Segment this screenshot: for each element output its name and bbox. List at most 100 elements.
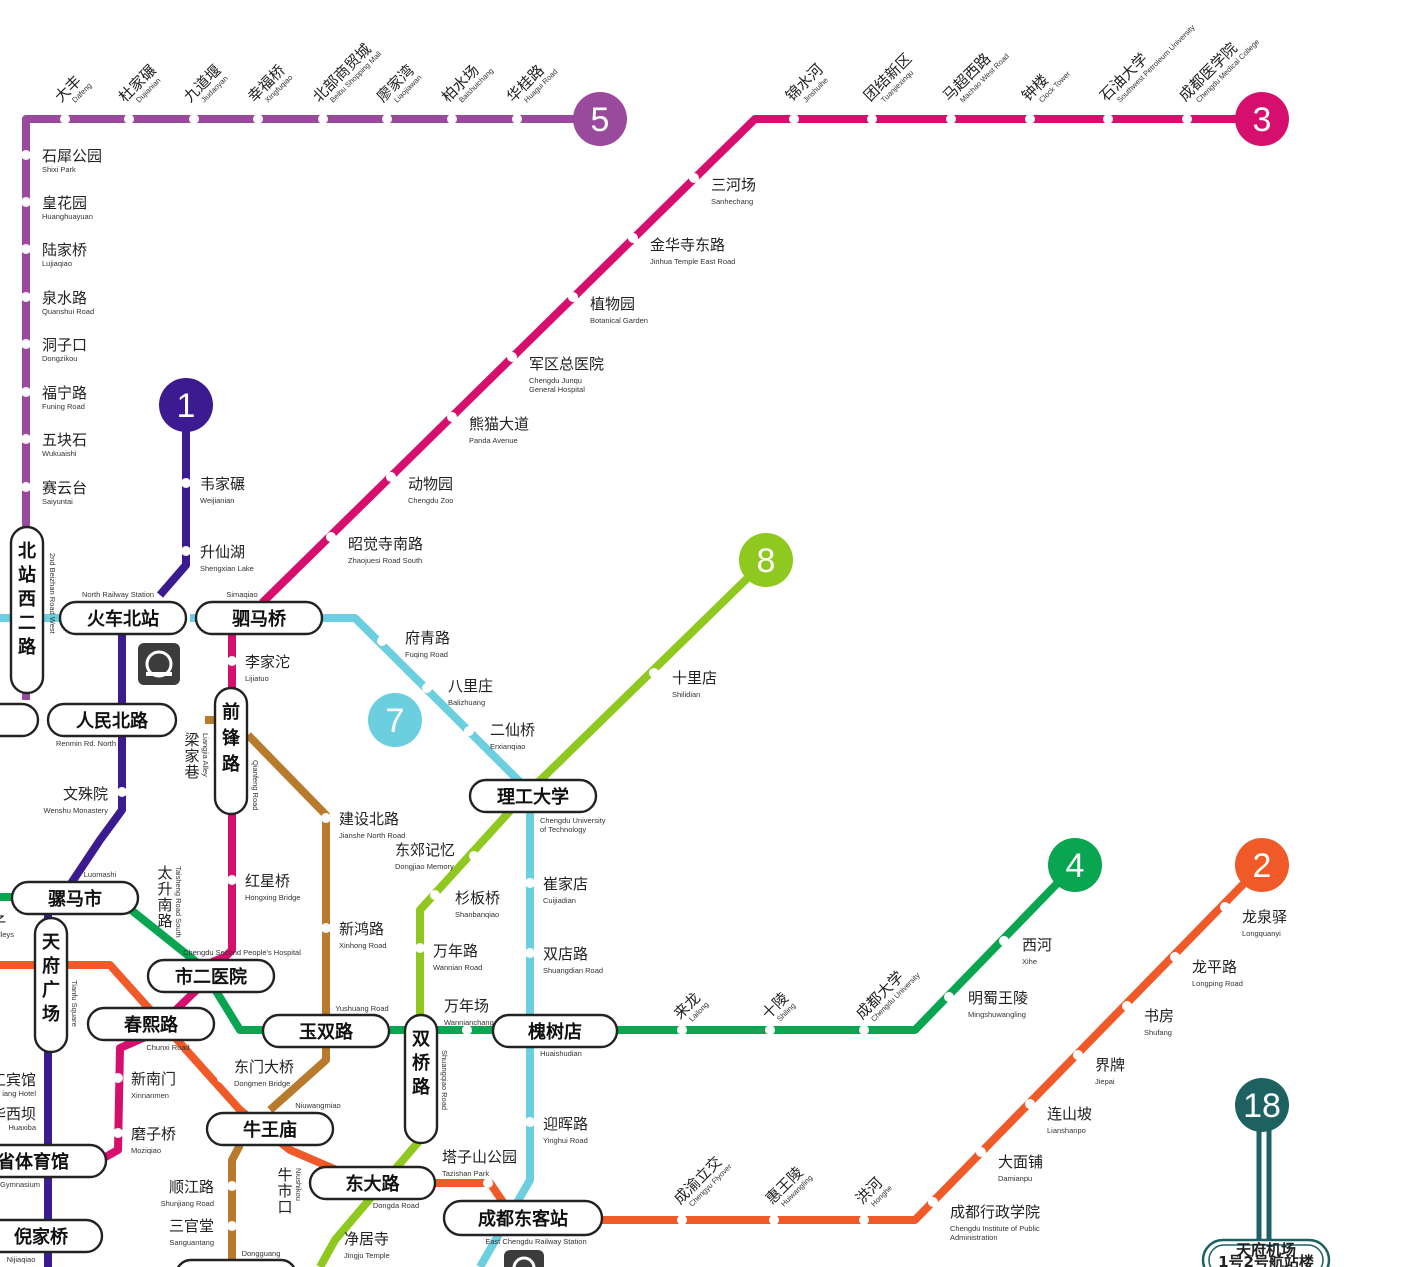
station-dot[interactable] (525, 1117, 535, 1127)
station-dot[interactable] (999, 936, 1009, 946)
station-dot[interactable] (1122, 1001, 1132, 1011)
line-1-badge[interactable] (159, 378, 213, 432)
dongdalu-box[interactable] (308, 1165, 437, 1201)
line-3-station[interactable] (789, 114, 799, 124)
line-5-station[interactable] (60, 114, 70, 124)
huochebeizhan-box[interactable] (58, 600, 188, 636)
line-3-station[interactable] (1182, 114, 1192, 124)
line-5-station[interactable] (21, 339, 31, 349)
renminbeilu-box[interactable] (46, 702, 178, 738)
beizhan-box[interactable] (9, 525, 45, 695)
line-3-station[interactable] (1103, 114, 1113, 124)
line-5-station[interactable] (447, 114, 457, 124)
line-4-station[interactable] (765, 1025, 775, 1035)
station-dot[interactable] (469, 851, 479, 861)
line-2-station[interactable] (769, 1215, 779, 1225)
line-7-badge[interactable] (368, 693, 422, 747)
station-dot[interactable] (447, 412, 457, 422)
station-dot[interactable] (649, 668, 659, 678)
line-5-top (22, 115, 598, 530)
station-dot[interactable] (422, 683, 432, 693)
line-18-badge[interactable] (1235, 1078, 1289, 1132)
shuangqiao-box[interactable] (403, 1013, 439, 1145)
station-dot[interactable] (227, 656, 237, 666)
line-5-station[interactable] (21, 434, 31, 444)
station-dot[interactable] (227, 875, 237, 885)
nijiaqiao-box[interactable] (0, 1218, 104, 1254)
station-dot[interactable] (217, 1073, 227, 1083)
dongkezhan-box[interactable] (442, 1199, 604, 1237)
station-dot[interactable] (113, 1073, 123, 1083)
left-edge-box[interactable] (0, 702, 40, 738)
yushuanglu-box[interactable] (261, 1013, 391, 1049)
station-dot[interactable] (525, 878, 535, 888)
qianfeng-box-char: 锋 (222, 727, 241, 749)
station-dot[interactable] (462, 1025, 472, 1035)
luomashi-box[interactable] (10, 880, 140, 916)
station-dot[interactable] (113, 1128, 123, 1138)
line-5-station[interactable] (21, 150, 31, 160)
station-dot[interactable] (181, 478, 191, 488)
line-3-badge[interactable] (1235, 92, 1289, 146)
line-3-station[interactable] (946, 114, 956, 124)
station-dot[interactable] (689, 173, 699, 183)
station-dot[interactable] (1170, 952, 1180, 962)
line-5-badge[interactable] (573, 92, 627, 146)
line-5-station[interactable] (318, 114, 328, 124)
line-5-station[interactable] (21, 387, 31, 397)
line-2-station[interactable] (859, 1215, 869, 1225)
station-dot[interactable] (628, 233, 638, 243)
shengtiyuguan-box[interactable] (0, 1143, 108, 1179)
station-dot[interactable] (976, 1147, 986, 1157)
station-dot[interactable] (415, 943, 425, 953)
station-dot[interactable] (525, 948, 535, 958)
airport-terminal-box[interactable] (1201, 1238, 1331, 1267)
line-2-station[interactable] (677, 1215, 687, 1225)
station-dot[interactable] (944, 992, 954, 1002)
line-3-station[interactable] (867, 114, 877, 124)
station-dot[interactable] (117, 787, 127, 797)
line-5-station[interactable] (253, 114, 263, 124)
line-3-station[interactable] (1025, 114, 1035, 124)
station-dot[interactable] (321, 813, 331, 823)
line-4-station[interactable] (677, 1025, 687, 1035)
line-5-station[interactable] (21, 292, 31, 302)
station-dot[interactable] (227, 1221, 237, 1231)
station-dot[interactable] (315, 1232, 325, 1242)
station-dot[interactable] (507, 352, 517, 362)
station-dot[interactable] (1220, 902, 1230, 912)
line-4-badge[interactable] (1048, 838, 1102, 892)
station-dot[interactable] (430, 890, 440, 900)
simaqiao-box[interactable] (194, 600, 324, 636)
station-dot[interactable] (181, 546, 191, 556)
line-5-station[interactable] (189, 114, 199, 124)
shieryiyuan-box[interactable] (146, 958, 276, 994)
line-5-station[interactable] (21, 244, 31, 254)
niuwangmiao-box[interactable] (205, 1111, 335, 1147)
line-5-station[interactable] (512, 114, 522, 124)
line-5-station[interactable] (382, 114, 392, 124)
station-dot[interactable] (377, 636, 387, 646)
station-dot[interactable] (326, 532, 336, 542)
station-dot[interactable] (568, 292, 578, 302)
qianfeng-box[interactable] (213, 686, 249, 816)
station-dot[interactable] (464, 726, 474, 736)
chunxilu-box[interactable] (86, 1006, 216, 1042)
tianfu-box[interactable] (33, 916, 69, 1054)
station-dot[interactable] (1073, 1050, 1083, 1060)
station-dot[interactable] (386, 472, 396, 482)
station-dot[interactable] (483, 1178, 493, 1188)
dongguang-box[interactable] (176, 1258, 296, 1267)
station-dot[interactable] (928, 1197, 938, 1207)
line-5-station[interactable] (21, 482, 31, 492)
line-4-station[interactable] (859, 1025, 869, 1035)
station-dot[interactable] (1025, 1099, 1035, 1109)
station-dot[interactable] (321, 923, 331, 933)
huaishudian-box[interactable] (491, 1013, 619, 1049)
line-2-badge[interactable] (1235, 838, 1289, 892)
line-8-badge[interactable] (739, 533, 793, 587)
line-5-station[interactable] (124, 114, 134, 124)
ligongdaxue-box[interactable] (468, 778, 598, 814)
line-5-station[interactable] (21, 197, 31, 207)
station-dot[interactable] (227, 1181, 237, 1191)
